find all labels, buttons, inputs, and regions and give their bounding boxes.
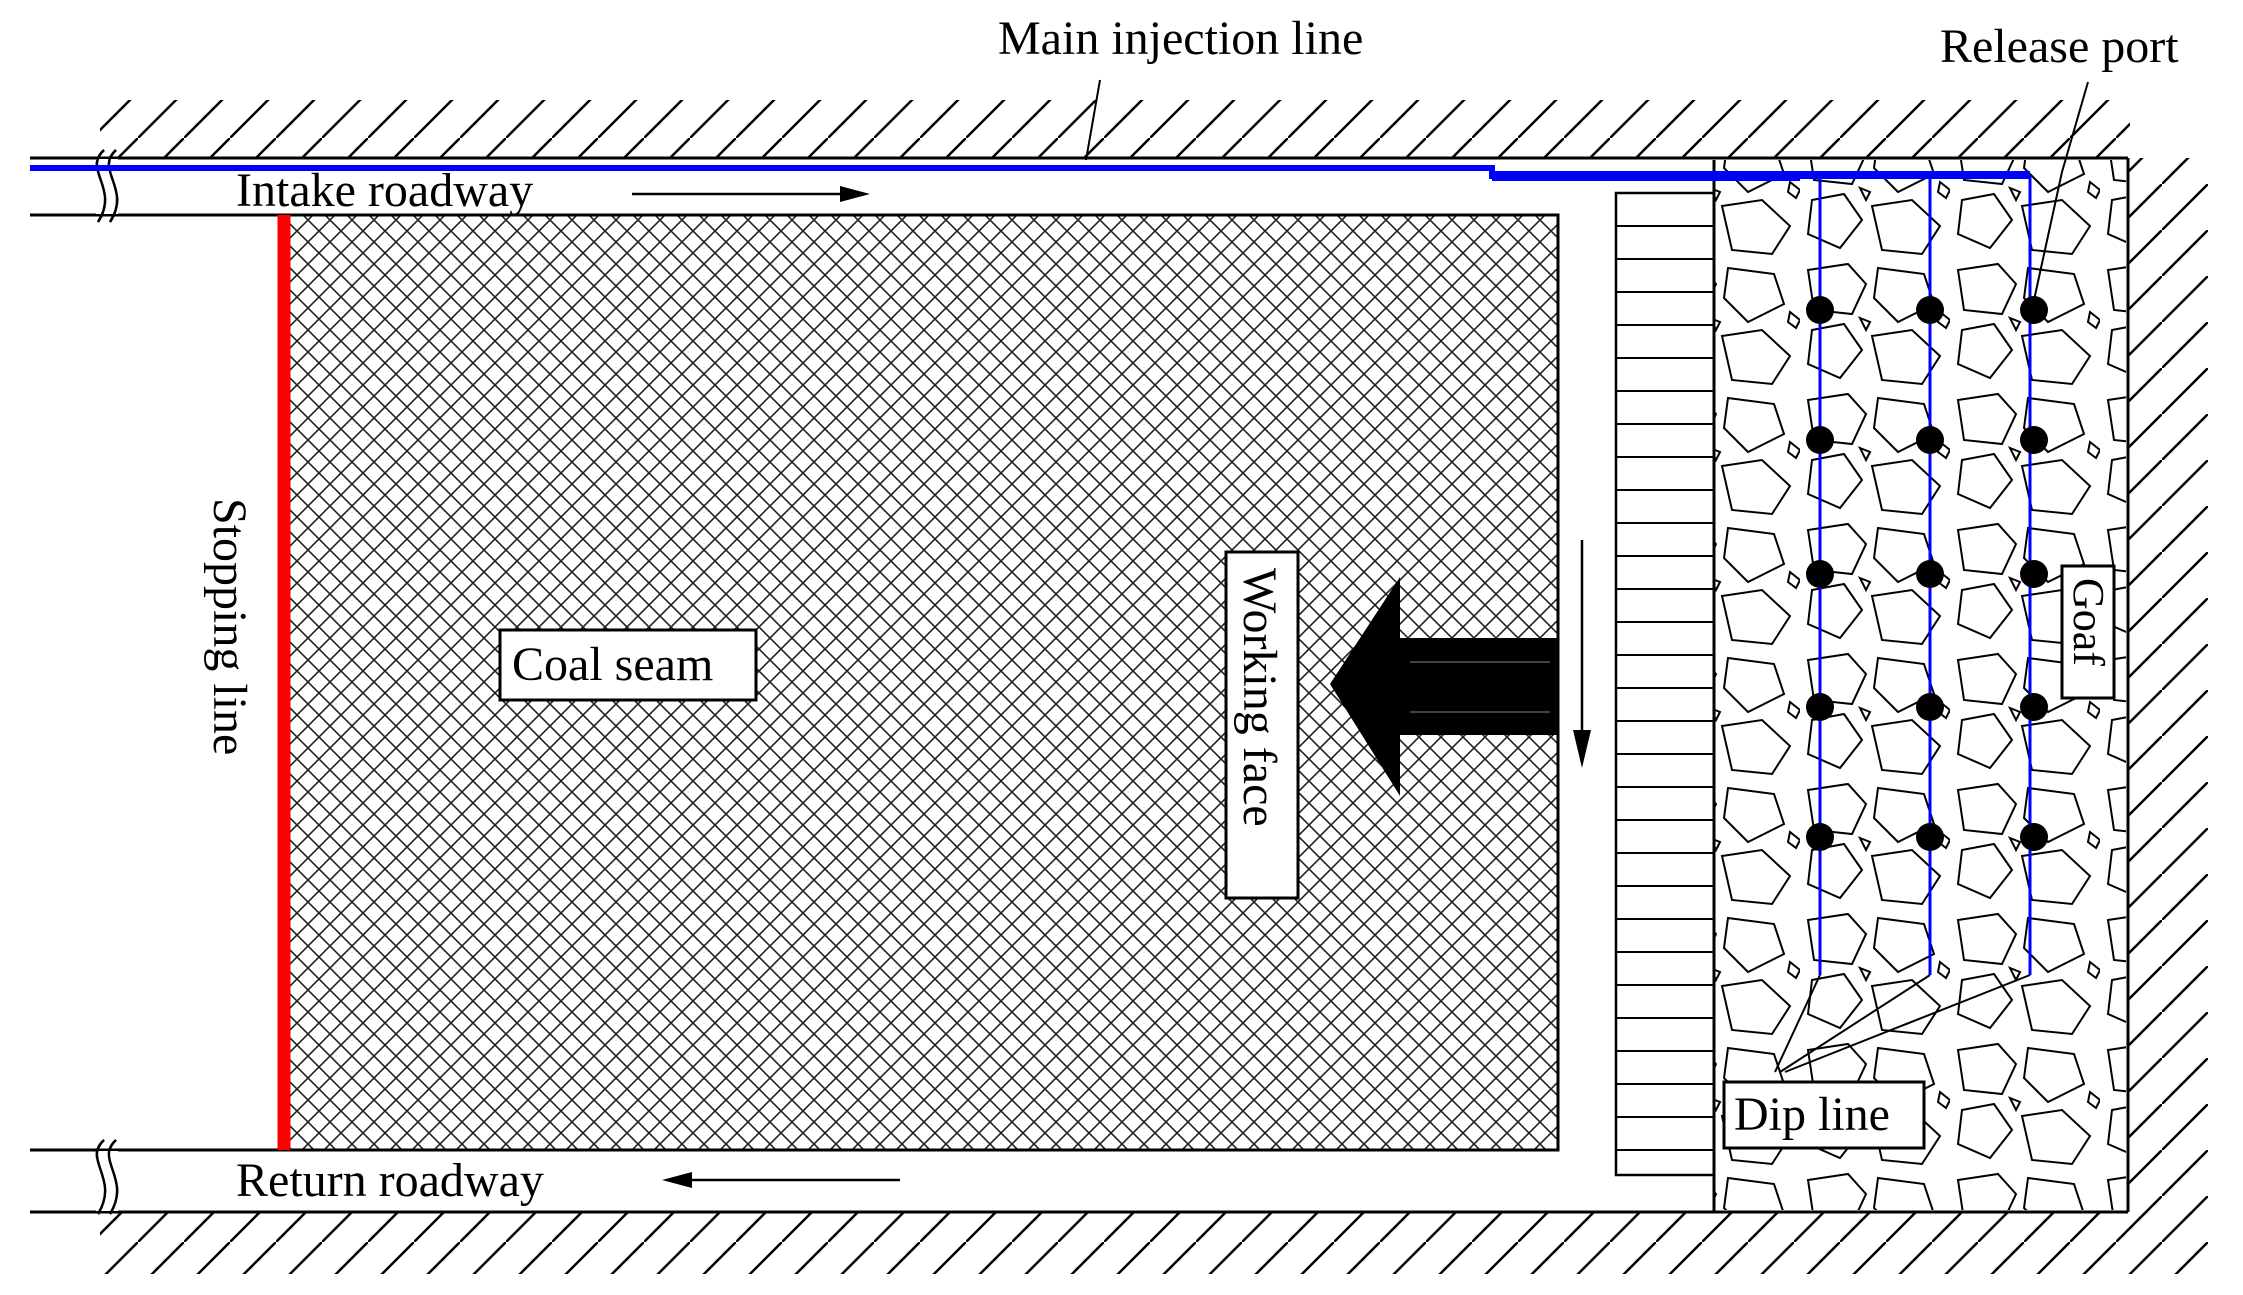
working-face-label: Working face	[1233, 568, 1286, 827]
release-port-dot	[1806, 560, 1834, 588]
release-port-dot	[1806, 296, 1834, 324]
goaf-area	[1714, 160, 2126, 1210]
release-port-dot	[1806, 426, 1834, 454]
intake-flow-arrow	[632, 186, 870, 202]
release-port-dot	[1916, 426, 1944, 454]
release-port-dot	[2020, 296, 2048, 324]
release-port-dot	[1806, 693, 1834, 721]
release-port-dot	[1806, 823, 1834, 851]
goaf-label: Goaf	[2064, 578, 2113, 666]
dip-line-leader-1	[1774, 974, 1821, 1073]
return-flow-arrow	[662, 1172, 900, 1188]
right-rock-strata	[2128, 158, 2208, 1218]
release-port-dot	[2020, 693, 2048, 721]
dip-line-label: Dip line	[1734, 1088, 1890, 1141]
release-port-leader	[2033, 81, 2089, 301]
release-port-dot	[1916, 693, 1944, 721]
release-port-dot	[1916, 560, 1944, 588]
leader-lines	[1085, 79, 2089, 1073]
bottom-rock-strata	[100, 1212, 2208, 1274]
release-port-dot	[1916, 823, 1944, 851]
hydraulic-supports	[1614, 191, 1716, 1177]
release-ports	[1806, 296, 2048, 851]
main-injection-line-label: Main injection line	[998, 12, 1363, 65]
release-port-dot	[2020, 560, 2048, 588]
dip-line-leader-3	[1784, 974, 2031, 1073]
release-port-label: Release port	[1940, 20, 2179, 73]
release-port-dot	[2020, 426, 2048, 454]
coal-seam-label-group: Coal seam	[498, 628, 758, 702]
working-face-label-group: Working face	[1224, 550, 1300, 900]
top-rock-strata	[100, 100, 2130, 158]
advance-direction-arrow	[1330, 577, 1558, 796]
release-port-dot	[1916, 296, 1944, 324]
main-injection-leader	[1085, 79, 1101, 161]
release-port-dot	[2020, 823, 2048, 851]
intake-roadway-label: Intake roadway	[236, 164, 533, 217]
stopping-line-label-group: Stopping line	[200, 482, 262, 822]
dip-line-label-group: Dip line	[1722, 1080, 1926, 1150]
face-down-arrow	[1573, 540, 1591, 768]
main-injection-line	[30, 165, 2030, 181]
dip-line-leader-2	[1779, 974, 1931, 1073]
coal-seam-label: Coal seam	[512, 638, 713, 691]
goaf-label-group: Goaf	[2060, 564, 2116, 700]
stopping-line-label: Stopping line	[203, 498, 256, 755]
return-roadway-label: Return roadway	[236, 1154, 544, 1207]
